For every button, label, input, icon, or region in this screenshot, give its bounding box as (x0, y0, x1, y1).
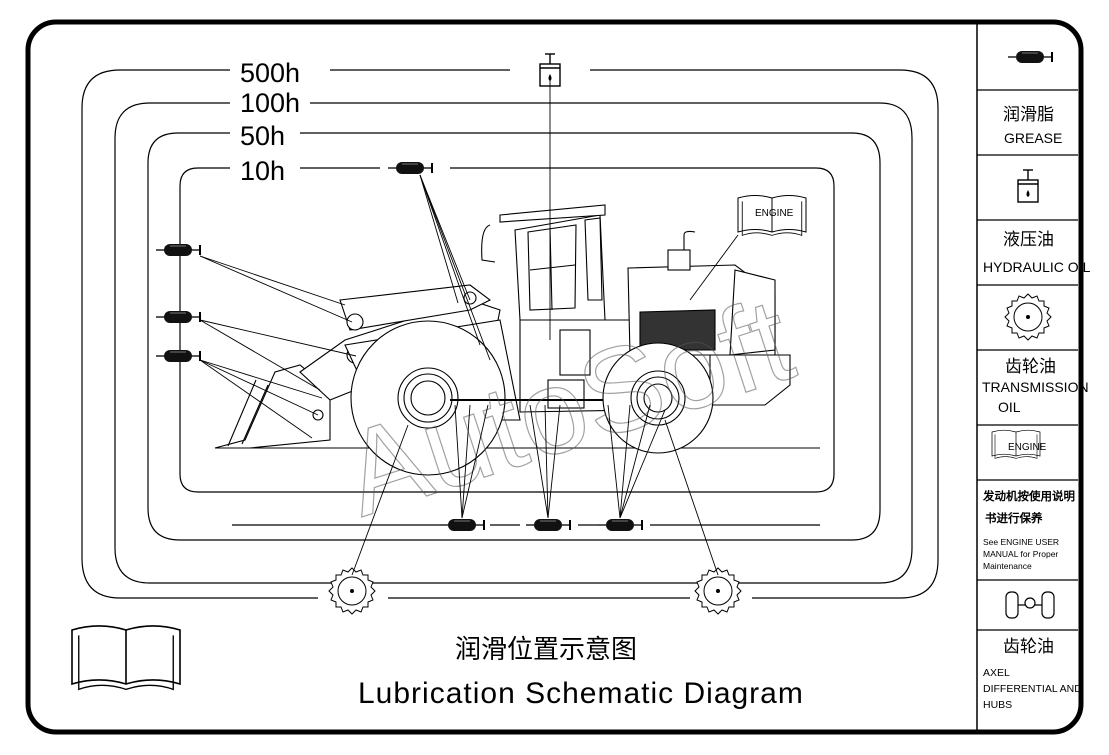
operator-manual-icon (71, 625, 181, 691)
legend-engine-en-3: Maintenance (983, 561, 1032, 571)
legend-transmission-cn: 齿轮油 (1005, 357, 1056, 377)
legend-axle-en-1: AXEL (983, 667, 1010, 679)
outer-frame (25, 19, 1084, 735)
legend-axle-icon (1005, 591, 1055, 619)
legend-engine-cn-1: 发动机按使用说明 (982, 489, 1075, 503)
legend-engine-en-1: See ENGINE USER (983, 537, 1059, 547)
leader-lines (199, 80, 739, 576)
legend-grease-cn: 润滑脂 (1003, 105, 1054, 125)
legend-gear-icon (1004, 293, 1052, 341)
legend-engine-tag: ENGINE (1008, 442, 1047, 453)
title-chinese: 润滑位置示意图 (455, 635, 637, 665)
legend-hydraulic-cn: 液压油 (1003, 230, 1054, 250)
engine-manual-label: ENGINE (755, 208, 794, 219)
legend-grease-icon (1007, 50, 1053, 64)
grease-icon (525, 518, 571, 532)
grease-icon (155, 243, 201, 257)
grease-icon (439, 518, 485, 532)
legend-grease-en: GREASE (1004, 130, 1062, 146)
legend-axle-en-2: DIFFERENTIAL AND (983, 683, 1082, 695)
wheel-loader-drawing (214, 204, 820, 476)
interval-frames (81, 69, 939, 599)
title-english: Lubrication Schematic Diagram (358, 677, 804, 710)
interval-label-100h: 100h (240, 88, 300, 118)
interval-label-10h: 10h (240, 156, 285, 186)
legend-transmission-en-2: OIL (998, 399, 1021, 415)
interval-label-50h: 50h (240, 121, 285, 151)
legend-engine-cn-2: 书进行保养 (985, 511, 1043, 525)
legend-axle-en-3: HUBS (983, 699, 1012, 711)
grease-icon (155, 349, 201, 363)
interval-label-500h: 500h (240, 58, 300, 88)
legend-hydraulic-en: HYDRAULIC OIL (983, 259, 1091, 275)
legend-transmission-en-1: TRANSMISSION (982, 379, 1089, 395)
legend-axle-cn: 齿轮油 (1003, 637, 1054, 657)
grease-icon (155, 310, 201, 324)
legend-hydraulic-icon (1017, 169, 1039, 203)
legend-engine-en-2: MANUAL for Proper (983, 549, 1058, 559)
grease-icon (597, 518, 643, 532)
grease-icon (387, 161, 433, 175)
legend: 润滑脂 GREASE 液压油 HYDRAULIC OIL 齿轮油 TRANSMI… (977, 50, 1091, 711)
